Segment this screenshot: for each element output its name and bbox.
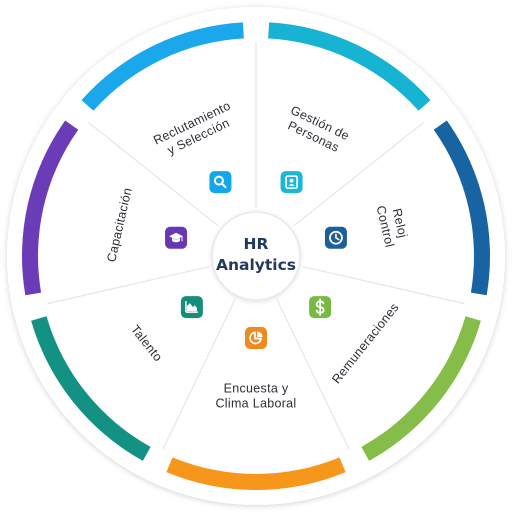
pie-chart-icon	[245, 327, 267, 349]
ring-arc-reloj	[433, 120, 490, 296]
ring-arc-gestion	[268, 22, 431, 111]
center-title-line1: HR	[244, 235, 269, 253]
center-hub	[211, 211, 301, 301]
ring-arc-capacitacion	[22, 120, 79, 296]
dollar-icon	[309, 296, 332, 319]
divider-encuesta	[276, 298, 350, 450]
clock-icon	[324, 226, 347, 249]
divider-reclutamiento	[88, 122, 219, 227]
divider-remuneraciones	[302, 266, 465, 305]
segment-icons	[165, 171, 347, 349]
color-ring	[22, 22, 490, 490]
ring-arc-reclutamiento	[81, 22, 244, 111]
divider-capacitacion	[47, 266, 210, 305]
ring-arc-talento	[31, 316, 151, 461]
search-icon	[209, 171, 232, 194]
ring-arc-remuneraciones	[361, 316, 481, 461]
area-chart-icon	[180, 296, 203, 319]
segment-dividers	[47, 42, 465, 450]
divider-talento	[162, 298, 236, 450]
divider-reloj	[293, 122, 424, 227]
id-card-icon	[280, 171, 303, 194]
center-title-line2: Analytics	[216, 256, 296, 274]
graduation-cap-icon	[165, 226, 188, 249]
ring-arc-encuesta	[166, 457, 346, 490]
